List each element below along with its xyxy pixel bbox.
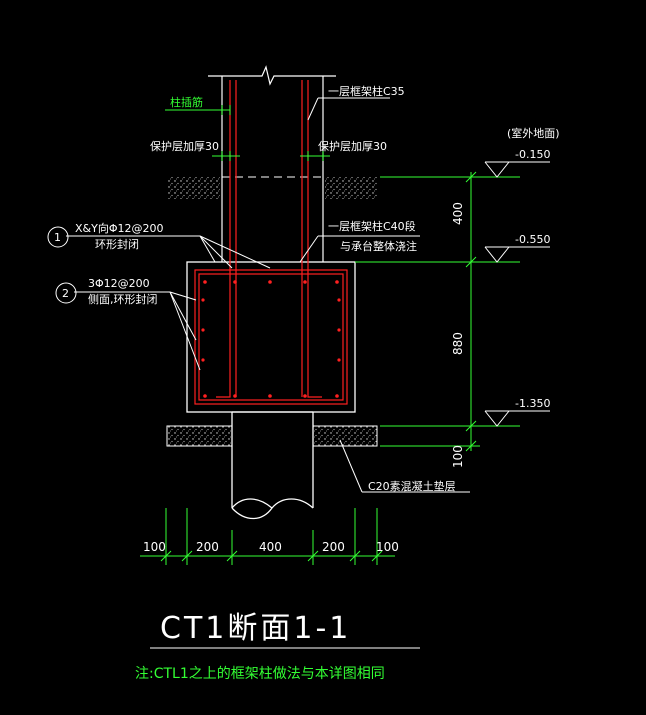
vdim-100: 100 — [451, 445, 465, 468]
column-stub — [221, 180, 324, 262]
column-note: 一层框架柱C35 — [328, 84, 405, 98]
callout-1-circle — [47, 226, 69, 248]
elevation-2: -0.550 — [515, 233, 550, 246]
vdim-400: 400 — [451, 202, 465, 225]
hdim-4: 200 — [322, 540, 345, 554]
pile-cap — [186, 261, 356, 413]
column-note-2-line2: 与承台整体浇注 — [340, 239, 417, 253]
leaders — [66, 97, 550, 649]
rebar-dots — [201, 280, 341, 398]
hdim-1: 100 — [143, 540, 166, 554]
callout-1-line1: X&Y向Φ12@200 — [75, 221, 163, 235]
callout-2-circle — [55, 282, 77, 304]
column-label: 柱插筋 — [170, 95, 203, 109]
bedding-left — [166, 425, 233, 447]
callout-1-number: 1 — [54, 231, 61, 244]
column-upper — [208, 65, 336, 180]
hdim-2: 200 — [196, 540, 219, 554]
bedding-right — [312, 425, 378, 447]
cover-left: 保护层加厚30 — [150, 139, 219, 153]
soil-right — [325, 177, 377, 199]
cap-rebar — [194, 269, 348, 405]
elevation-1: -0.150 — [515, 148, 550, 161]
hdim-5: 100 — [376, 540, 399, 554]
callout-2-number: 2 — [62, 287, 69, 300]
bedding-note: C20素混凝土垫层 — [368, 479, 456, 493]
drawing-title: CT1断面1-1 — [160, 611, 351, 646]
footnote: 注:CTL1之上的框架柱做法与本详图相同 — [135, 666, 385, 682]
column-rebar — [216, 80, 322, 398]
elevation-3: -1.350 — [515, 397, 550, 410]
ground-label: (室外地面) — [507, 126, 560, 140]
callout-1-line2: 环形封闭 — [95, 237, 139, 251]
pile — [231, 411, 314, 520]
vdim-880: 880 — [451, 332, 465, 355]
soil-left — [168, 177, 220, 199]
cover-right: 保护层加厚30 — [318, 139, 387, 153]
column-note-2-line1: 一层框架柱C40段 — [328, 219, 416, 233]
hdim-3: 400 — [259, 540, 282, 554]
callout-2-line1: 3Φ12@200 — [88, 277, 150, 290]
callout-2-line2: 侧面,环形封闭 — [88, 292, 158, 306]
